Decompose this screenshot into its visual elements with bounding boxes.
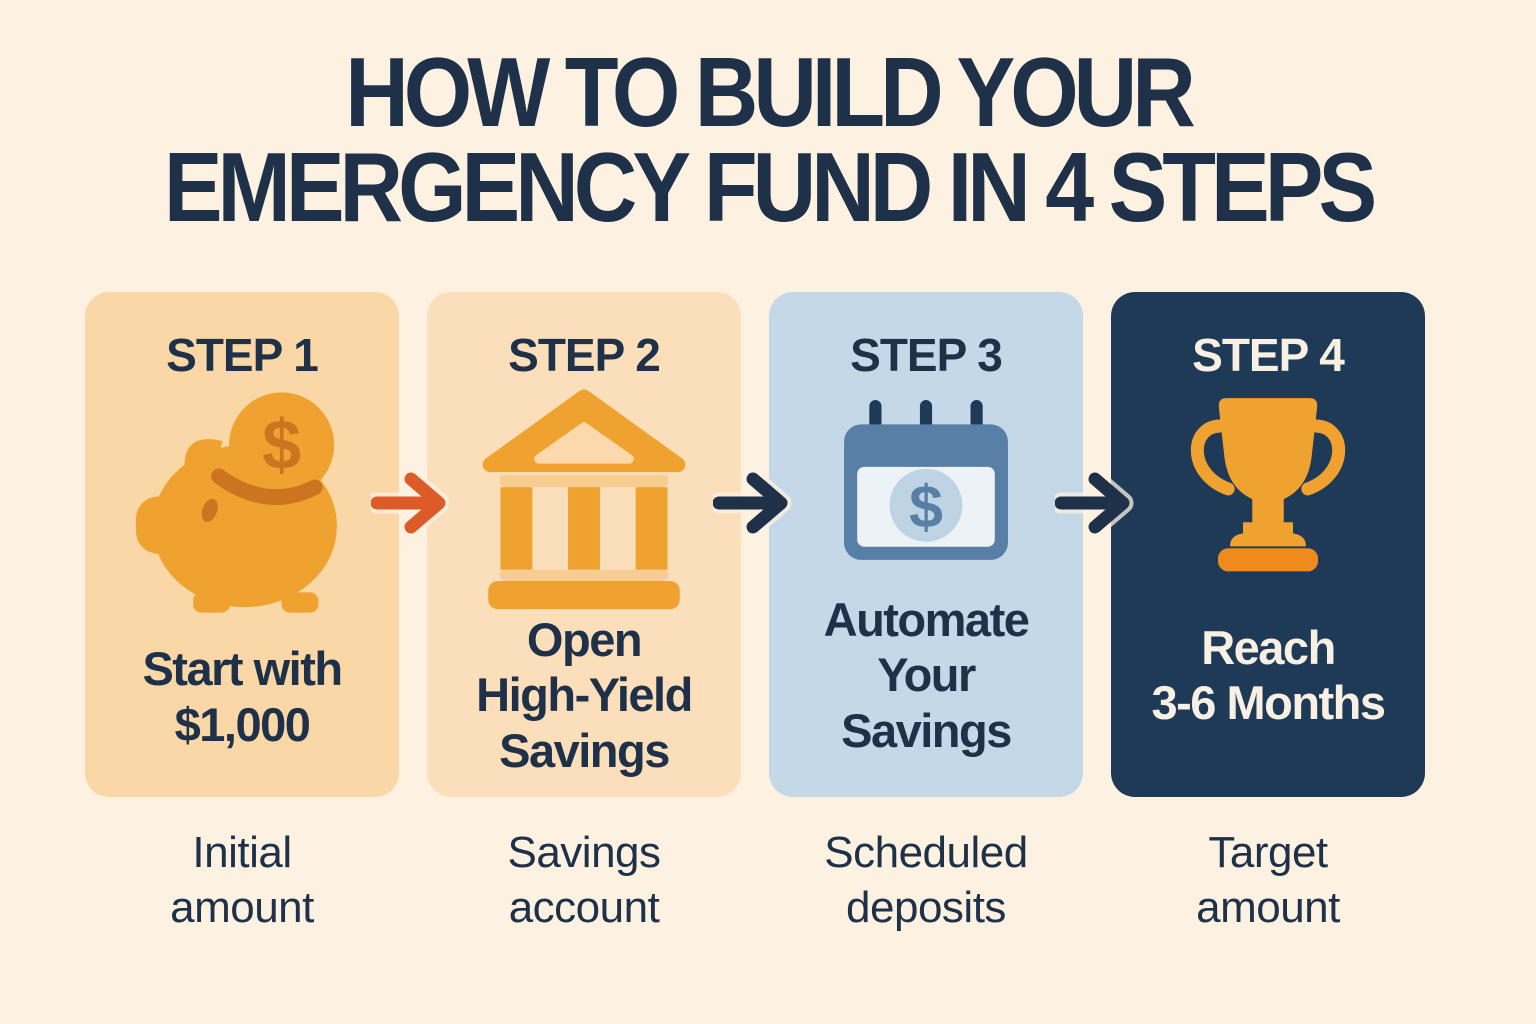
arrow-right-icon-3 [1055,471,1134,535]
step-2-label: STEP 2 [508,329,661,381]
page-title-line-2: EMERGENCY FUND IN 4 STEPS [163,131,1377,243]
step-2-icon-wrap [439,382,729,612]
page-title-line-1: HOW TO BUILD YOUR [345,36,1196,148]
page-title: HOW TO BUILD YOUR EMERGENCY FUND IN 4 ST… [0,36,1536,243]
coin-dollar-glyph: $ [262,406,301,484]
step-1-text: Start with$1,000 [142,642,343,751]
arrow-right-icon-2 [713,471,792,535]
step-1-label: STEP 1 [166,329,319,381]
calendar-dollar-icon: $ [844,399,1008,560]
step-3-label: STEP 3 [850,329,1003,381]
calendar-dollar-glyph: $ [909,472,943,540]
arrow-right-icon-1 [371,471,450,535]
step-1-icon-wrap: $ [97,382,387,624]
step-4-label: STEP 4 [1192,329,1345,381]
step-3-icon-wrap: $ [781,382,1071,581]
piggy-bank-icon: $ [136,392,337,613]
trophy-icon [1190,397,1346,571]
step-4-icon-wrap [1123,382,1413,581]
step-1-card: STEP 1 $ Start with$1,000 [85,292,399,797]
bank-icon [482,389,686,610]
steps-row: STEP 1 $ Start with$1,000 STEP 2 [85,292,1425,797]
